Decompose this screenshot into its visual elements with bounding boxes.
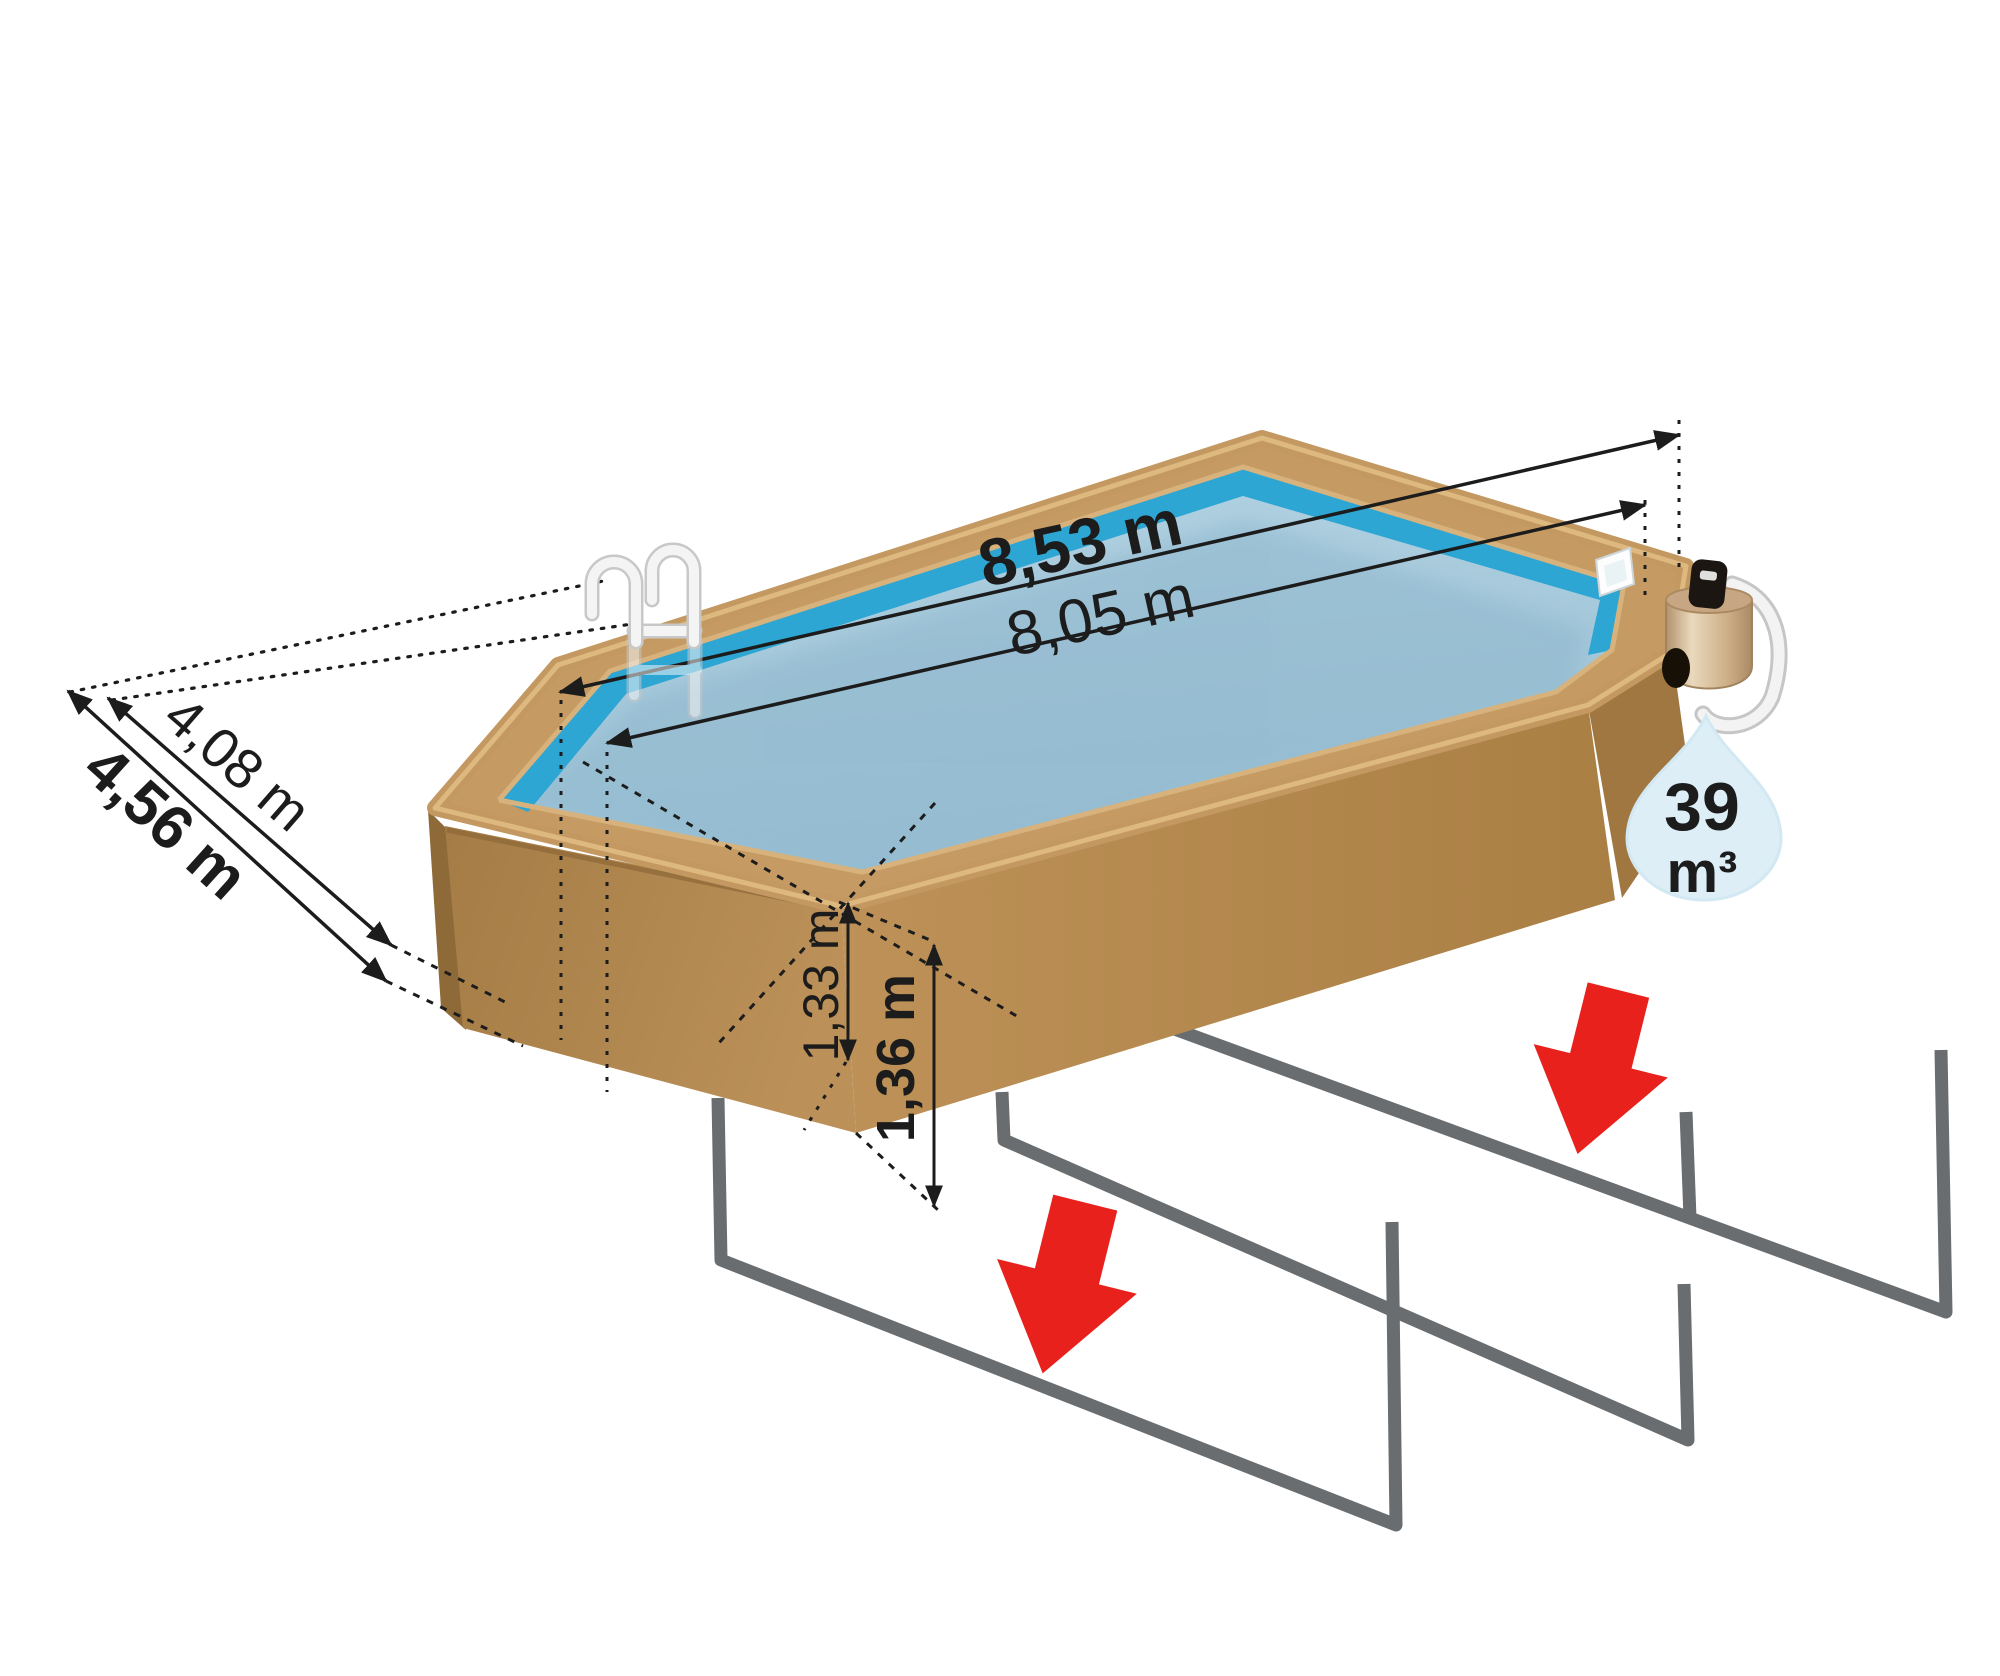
ladder-handle-right — [647, 545, 699, 647]
guide-width-outer-low — [390, 943, 506, 1004]
ground-frame-1 — [711, 1097, 1403, 1532]
dim-line-outer-width — [66, 689, 388, 983]
water-drop-icon — [1625, 712, 1783, 902]
ground-frame-3 — [1125, 1005, 1953, 1319]
filter-side-port — [1662, 648, 1690, 688]
guide-corner-diag-1 — [582, 760, 1021, 1020]
guide-width-inner-low — [385, 979, 524, 1048]
guide-inner-floor — [802, 1061, 848, 1131]
dim-line-inner-length — [604, 500, 1648, 748]
filter-hose — [1697, 578, 1785, 732]
outer-height-label: 1,36 m — [866, 974, 926, 1142]
guide-corner-diag-2 — [716, 801, 937, 1046]
sand-filter — [1662, 559, 1788, 735]
guide-width-outer — [68, 578, 610, 694]
ladder — [584, 542, 703, 720]
install-direction-arrows — [997, 982, 1668, 1374]
filter-cap — [1688, 559, 1728, 609]
down-arrow-icon-left — [997, 1194, 1137, 1374]
volume-unit: m³ — [1667, 840, 1738, 905]
pool-wall-west-edge — [428, 810, 466, 1030]
pool-wall-front-right — [841, 705, 1615, 1133]
ground-frame-2 — [995, 1091, 1695, 1447]
ladder-handle-left — [587, 557, 641, 647]
volume-badge: 39 m³ — [1625, 712, 1783, 905]
inner-height-label: 1,33 m — [793, 909, 849, 1062]
ground-frame-post — [1679, 1111, 1697, 1219]
guide-corner-ground — [854, 1131, 940, 1212]
volume-value: 39 — [1664, 769, 1740, 845]
guide-width-inner — [110, 620, 648, 702]
ground-anchor-frames — [711, 1005, 1953, 1532]
down-arrow-icon-right — [1533, 982, 1668, 1154]
pool-wall-front-left — [445, 826, 856, 1133]
